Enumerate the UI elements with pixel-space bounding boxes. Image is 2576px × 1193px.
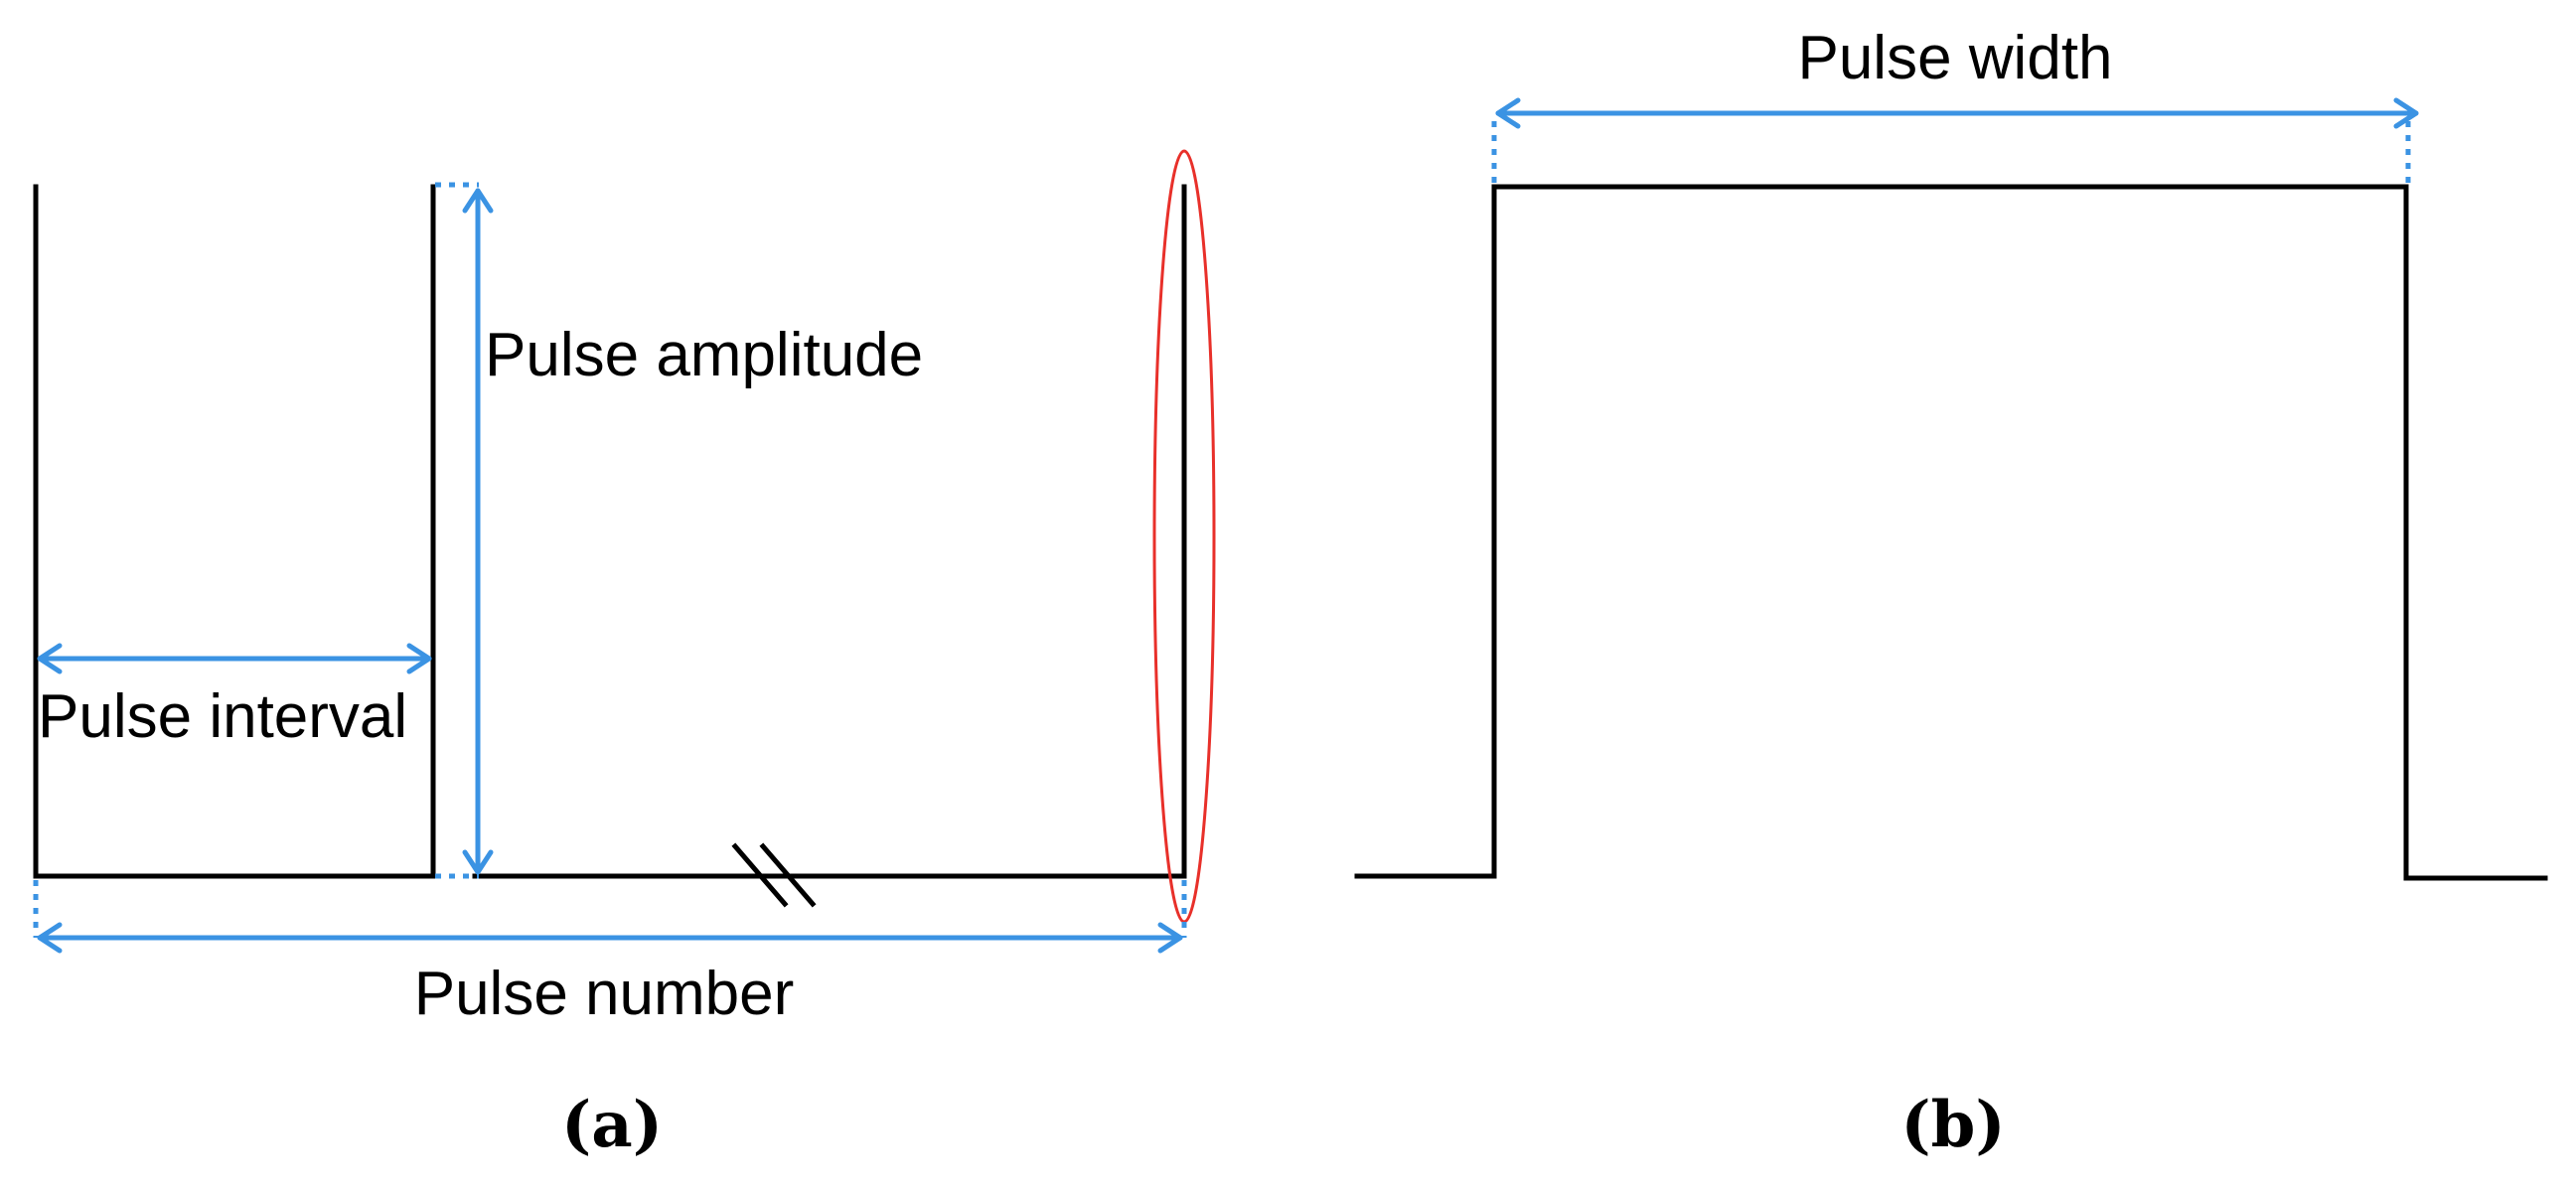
pulse-number-label: Pulse number [414, 960, 795, 1028]
interval-arrow-head-right [406, 643, 432, 674]
panel-a: Pulse amplitude Pulse interval Pulse num… [33, 149, 1216, 1162]
pulse-interval-label: Pulse interval [38, 682, 407, 751]
pulse-amplitude-dimension [435, 182, 494, 879]
amplitude-arrow-head-bottom [462, 849, 494, 875]
interval-arrow-head-left [37, 643, 63, 674]
pulse-width-label: Pulse width [1797, 24, 2112, 92]
pulse-train [33, 184, 1187, 908]
panel-b: Pulse width (b) [1354, 24, 2548, 1162]
axis-break-mark [731, 842, 817, 908]
number-arrow-head-right [1157, 922, 1183, 954]
number-arrow-head-left [37, 922, 63, 954]
amplitude-arrow-head-top [462, 188, 494, 214]
width-arrow-head-right [2393, 97, 2419, 129]
pulse-amplitude-label: Pulse amplitude [485, 321, 923, 389]
panel-b-caption: (b) [1900, 1088, 2005, 1162]
pulse-width-dimension [1491, 97, 2419, 183]
pulse-number-dimension [33, 880, 1187, 954]
panel-a-caption: (a) [561, 1088, 663, 1162]
width-arrow-head-left [1495, 97, 1521, 129]
rectangular-pulse [1354, 184, 2548, 881]
pulse-interval-dimension [37, 643, 432, 674]
